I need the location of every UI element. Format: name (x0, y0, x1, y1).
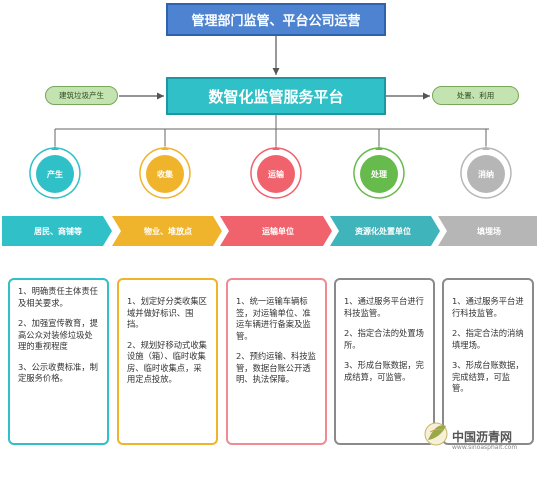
card-produce: 1、明确责任主体责任及相关要求。 2、加强宣传教育，提高公众对装修垃圾处理的重视… (8, 278, 109, 445)
band-chevron-dispose (438, 216, 537, 246)
watermark-url: www.sinoasphalt.com (452, 444, 518, 451)
band-label-recycling-units: 资源化处置单位 (355, 226, 411, 236)
card-item: 2、加强宣传教育，提高公众对装修垃圾处理的重视程度 (18, 318, 98, 351)
card-item: 1、明确责任主体责任及相关要求。 (18, 286, 98, 308)
stage-label-transport: 运输 (268, 169, 284, 179)
stage-circle-dispose (460, 146, 512, 199)
band-chevron-produce (2, 216, 112, 246)
card-collect: 1、划定好分类收集区域并做好标识、围挡。 2、规划好移动式收集设施（箱）、临时收… (117, 278, 218, 445)
card-process: 1、通过服务平台进行科技监管。 2、指定合法的处置场所。 3、形成台账数据，完成… (334, 278, 435, 445)
input-box: 建筑垃圾产生 (45, 86, 118, 105)
band-chevron-process (330, 216, 440, 246)
card-item: 2、指定合法的处置场所。 (344, 328, 424, 350)
stage-label-produce: 产生 (47, 169, 63, 179)
stage-label-process: 处理 (371, 169, 387, 179)
band-label-residents: 居民、商铺等 (34, 226, 82, 236)
card-item: 2、指定合法的消纳填埋场。 (452, 328, 524, 350)
card-item: 3、形成台账数据，完成结算，可监管。 (452, 360, 524, 393)
card-item: 1、通过服务平台进行科技监管。 (344, 296, 424, 318)
output-box: 处置、利用 (432, 86, 519, 105)
card-transport: 1、统一运输车辆标签，对运输单位、准运车辆进行备案及监管。 2、预约运输、科技监… (226, 278, 327, 445)
stage-label-dispose: 消纳 (478, 169, 494, 179)
card-item: 1、通过服务平台进行科技监管。 (452, 296, 524, 318)
card-item: 1、划定好分类收集区域并做好标识、围挡。 (127, 296, 207, 329)
band-chevron-transport (220, 216, 332, 246)
card-item: 2、预约运输、科技监管，数据台账公开透明、执法保障。 (236, 351, 316, 384)
band-label-property: 物业、堆放点 (144, 226, 192, 236)
globe-leaf-logo-icon (424, 422, 448, 446)
band-chevron-collect (112, 216, 222, 246)
stage-circle-collect (139, 146, 191, 199)
watermark-name: 中国沥青网 (452, 430, 513, 444)
stage-circle-process (353, 146, 405, 199)
card-dispose: 1、通过服务平台进行科技监管。 2、指定合法的消纳填埋场。 3、形成台账数据，完… (442, 278, 534, 445)
platform-box: 数智化监管服务平台 (166, 77, 386, 115)
card-item: 2、规划好移动式收集设施（箱）、临时收集房、临时收集点，采用定点投放。 (127, 339, 207, 385)
card-item: 3、公示收费标准，制定服务价格。 (18, 361, 98, 384)
band-label-landfill: 填埋场 (477, 226, 501, 236)
governance-title-box: 管理部门监管、平台公司运营 (166, 3, 386, 36)
card-item: 3、形成台账数据，完成结算，可监管。 (344, 360, 424, 382)
stage-circle-produce (29, 146, 81, 199)
stage-label-collect: 收集 (157, 169, 173, 179)
band-label-transport-units: 运输单位 (262, 226, 294, 236)
stage-circle-transport (250, 146, 302, 199)
card-item: 1、统一运输车辆标签，对运输单位、准运车辆进行备案及监管。 (236, 296, 311, 341)
